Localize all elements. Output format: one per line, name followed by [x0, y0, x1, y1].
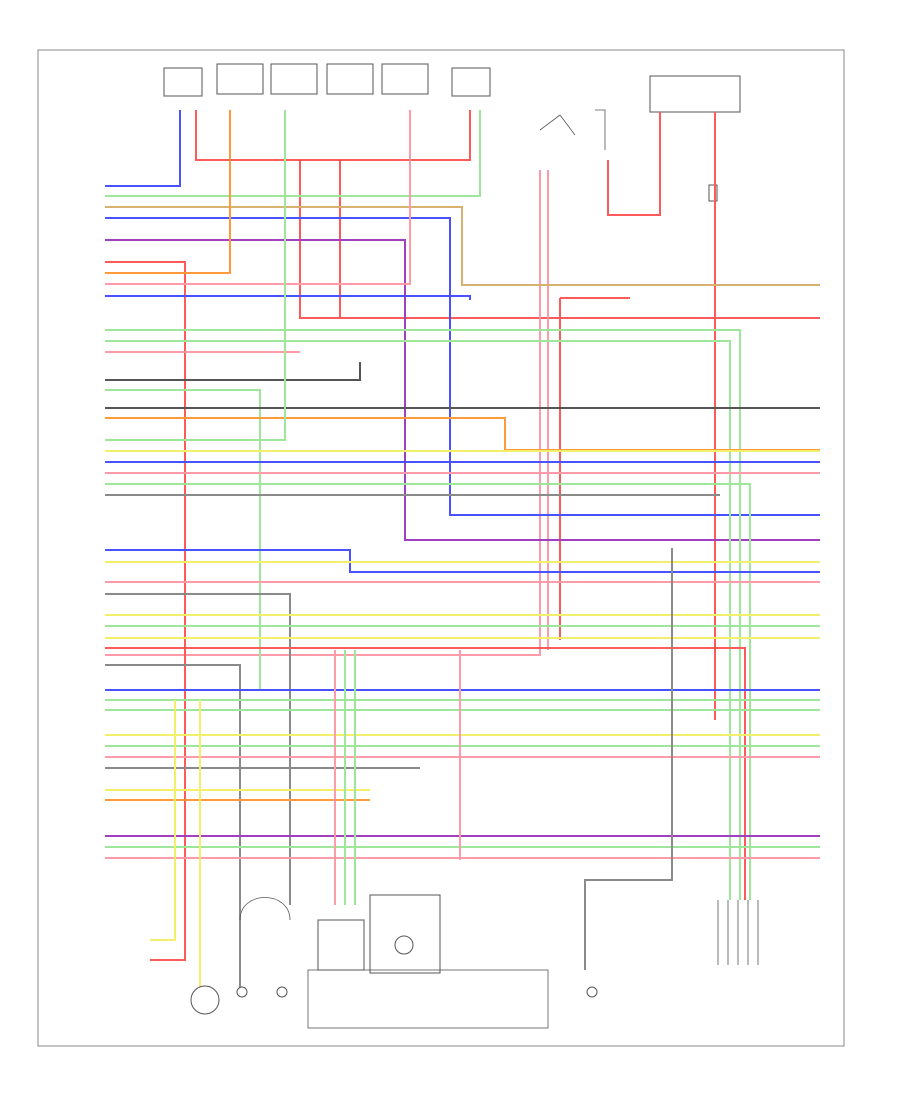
sensor-small-2: [276, 986, 288, 998]
sensor-small-3: [586, 986, 598, 998]
wire-red-relay: [607, 112, 661, 216]
sensor-small-1: [236, 986, 248, 998]
wire-red-top: [195, 110, 471, 161]
wire-h-2: [105, 110, 481, 197]
sensor-connector-6: [451, 67, 491, 97]
wire-h-1: [105, 110, 181, 187]
control-unit: [307, 969, 549, 1029]
wire-h-14: [105, 389, 261, 690]
module-block: [317, 919, 365, 971]
sensor-left: [190, 985, 220, 1015]
wire-h-5: [105, 239, 820, 541]
sensor-right-pins: [717, 900, 759, 965]
top-sensor-connectors: [163, 63, 491, 97]
diagram-frame: [37, 49, 845, 1047]
wire-h-6: [105, 261, 186, 961]
wire-paths: [105, 110, 820, 1000]
wire-h-21: [105, 483, 751, 900]
wire-pink-vert-2: [105, 170, 541, 656]
wire-h-4: [105, 217, 820, 516]
wire-h-30: [105, 647, 746, 900]
wire-v-gray-right: [584, 548, 673, 970]
relay-box: [649, 75, 741, 113]
wire-h-26: [105, 593, 291, 905]
wire-h-17: [105, 110, 286, 441]
wire-red-drop: [299, 160, 820, 319]
wire-v-yellow: [150, 700, 201, 1000]
wire-h-31: [105, 664, 241, 990]
sensor-connector-3: [270, 63, 318, 95]
wire-h-11: [105, 340, 731, 900]
motor-symbol: [394, 935, 414, 955]
wire-h-7: [105, 110, 231, 274]
sensor-connector-2: [216, 63, 264, 95]
wire-v-green-mid: [344, 650, 356, 905]
top-right-components: [539, 75, 741, 202]
bottom-components: [190, 894, 759, 1029]
sensor-connector-4: [326, 63, 374, 95]
wire-h-8: [105, 110, 411, 285]
wire-h-16: [105, 417, 820, 451]
switch-symbol: [539, 109, 606, 150]
sensor-connector-1: [163, 67, 203, 97]
wire-h-9: [105, 295, 471, 300]
wire-red-mid: [559, 297, 630, 640]
fuse-element: [708, 184, 718, 202]
wire-h-3: [105, 206, 820, 286]
wire-v-pink-mid: [334, 650, 461, 905]
harness-arch: [239, 897, 291, 921]
sensor-connector-5: [381, 63, 429, 95]
connector-block: [369, 894, 441, 974]
wire-h-13: [105, 362, 361, 381]
